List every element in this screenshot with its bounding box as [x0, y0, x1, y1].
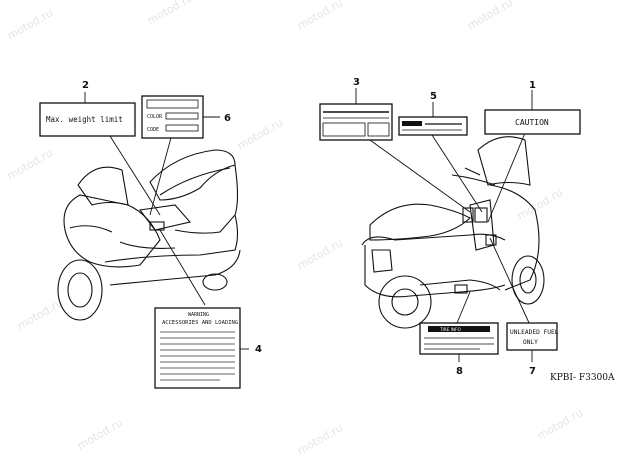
callout-5: 5 — [430, 91, 437, 102]
watermark-text: motod.ru — [235, 116, 285, 152]
label-3 — [319, 103, 393, 141]
left-scooter-drawing — [57, 149, 241, 321]
watermark-text: motod.ru — [295, 421, 345, 457]
watermark-text: motod.ru — [515, 186, 565, 222]
caution-text: CAUTION — [515, 118, 549, 127]
leader-lines — [84, 88, 533, 362]
watermark-pattern: motod.ru motod.ru motod.ru motod.ru moto… — [5, 0, 585, 458]
callout-3: 3 — [353, 77, 360, 88]
part-code: KPBI- F3300A — [550, 373, 615, 383]
watermark-text: motod.ru — [535, 406, 585, 442]
fuel-line-1: UNLEADED FUEL — [510, 329, 559, 336]
label-weight-limit: Max. weight limit — [39, 102, 136, 137]
label-unleaded-fuel: UNLEADED FUEL ONLY — [506, 322, 559, 351]
label-5 — [398, 116, 468, 136]
watermark-text: motod.ru — [75, 416, 125, 452]
watermark-text: motod.ru — [15, 296, 65, 332]
label-warning-loading: WARNING ACCESSORIES AND LOADING — [154, 307, 241, 389]
label-color-code: COLOR CODE — [141, 95, 204, 139]
callout-6: 6 — [224, 113, 231, 124]
watermark-text: motod.ru — [5, 6, 55, 42]
warning-subtitle-text: ACCESSORIES AND LOADING — [162, 320, 238, 326]
watermark-text: motod.ru — [465, 0, 515, 33]
watermark-text: motod.ru — [145, 0, 195, 28]
label-tire: TIRE INFO — [419, 322, 499, 355]
callout-8: 8 — [456, 366, 463, 377]
watermark-text: motod.ru — [295, 236, 345, 272]
right-scooter-drawing — [361, 136, 545, 329]
warning-title-text: WARNING — [188, 312, 209, 318]
callout-2: 2 — [82, 80, 89, 91]
code-text: CODE — [147, 127, 159, 133]
watermark-text: motod.ru — [5, 146, 55, 182]
callout-7: 7 — [529, 366, 536, 377]
callout-4: 4 — [255, 344, 262, 355]
fuel-line-2: ONLY — [523, 339, 538, 346]
color-text: COLOR — [147, 114, 163, 120]
watermark-text: motod.ru — [295, 0, 345, 33]
callout-1: 1 — [529, 80, 536, 91]
weight-limit-text: Max. weight limit — [46, 115, 123, 124]
tire-header-text: TIRE INFO — [439, 327, 461, 332]
label-caution: CAUTION — [484, 109, 581, 135]
